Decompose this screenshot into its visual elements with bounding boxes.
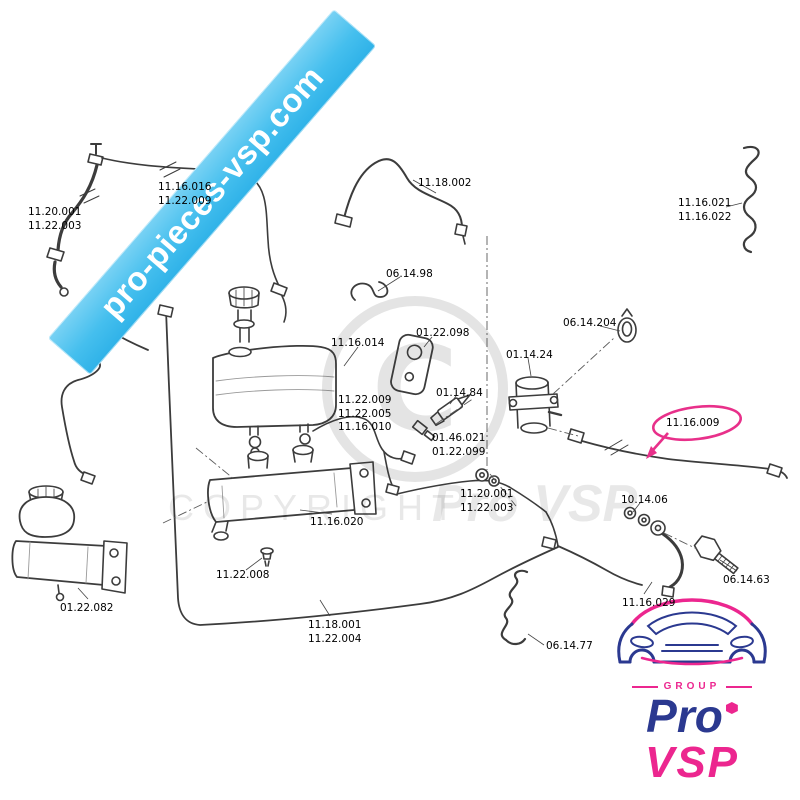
group-right-line bbox=[726, 685, 753, 688]
part-label-01-46-021: 01.46.021 01.22.099 bbox=[432, 432, 486, 458]
copyright-symbol: C bbox=[371, 320, 459, 458]
art-screw-11-22-008 bbox=[260, 547, 274, 567]
logo-group-line: GROUP bbox=[602, 681, 782, 692]
art-pipe-11-16-009 bbox=[567, 428, 788, 479]
art-pipe-bottom-long bbox=[157, 304, 559, 626]
hex-dot-icon bbox=[725, 702, 738, 714]
art-reservoir bbox=[212, 286, 337, 457]
part-label-11-18-002: 11.18.002 bbox=[418, 177, 472, 189]
part-label-06-14-204: 06.14.204 bbox=[563, 317, 617, 329]
part-label-06-14-98: 06.14.98 bbox=[386, 268, 433, 280]
copyright-circle-watermark: C bbox=[322, 296, 508, 482]
art-clip-06-14-204 bbox=[617, 308, 637, 343]
art-front-hose bbox=[46, 143, 104, 297]
logo-pro-text: Pro bbox=[602, 692, 782, 740]
logo-vsp-text: VSP bbox=[644, 738, 740, 788]
part-label-11-16-021: 11.16.021 11.16.022 bbox=[678, 197, 732, 223]
art-lower-right-assembly bbox=[541, 506, 684, 598]
part-label-11-16-016: 11.16.016 11.22.009 bbox=[158, 181, 212, 207]
part-label-01-22-082: 01.22.082 bbox=[60, 602, 114, 614]
part-label-10-14-06: 10.14.06 bbox=[621, 494, 668, 506]
part-label-11-20-001-b: 11.20.001 11.22.003 bbox=[460, 488, 514, 514]
art-clutch-cylinder bbox=[508, 376, 563, 434]
highlight-ellipse bbox=[651, 404, 743, 442]
part-label-06-14-63: 06.14.63 bbox=[723, 574, 770, 586]
part-label-11-22-008: 11.22.008 bbox=[216, 569, 270, 581]
group-left-line bbox=[631, 685, 658, 688]
part-label-06-14-77: 06.14.77 bbox=[546, 640, 593, 652]
art-clip-11-16-021 bbox=[742, 145, 760, 254]
art-master-cylinder bbox=[207, 444, 377, 541]
part-label-11-16-020: 11.16.020 bbox=[310, 516, 364, 528]
art-hook-06-14-98 bbox=[350, 281, 389, 301]
highlight-arrowhead bbox=[646, 446, 657, 459]
part-label-01-14-84: 01.14.84 bbox=[436, 387, 483, 399]
highlight-arrow-line bbox=[652, 432, 669, 451]
part-label-11-16-029: 11.16.029 bbox=[622, 597, 676, 609]
art-bolt-06-14-63 bbox=[693, 535, 739, 575]
part-label-01-14-24: 01.14.24 bbox=[506, 349, 553, 361]
art-spring-06-14-77 bbox=[500, 569, 529, 646]
art-pipe-11-18-002 bbox=[334, 158, 468, 245]
part-label-01-22-098: 01.22.098 bbox=[416, 327, 470, 339]
car-sketch-icon bbox=[617, 598, 767, 666]
part-label-11-18-001: 11.18.001 11.22.004 bbox=[308, 619, 362, 645]
brand-watermark-text: Pro VSP bbox=[432, 475, 638, 533]
part-label-11-20-001-a: 11.20.001 11.22.003 bbox=[28, 206, 82, 232]
art-leader-lines bbox=[57, 179, 743, 646]
copyright-watermark-text: COPYRIGHT bbox=[168, 487, 464, 528]
art-pipe-top bbox=[101, 157, 288, 323]
part-label-11-16-014: 11.16.014 bbox=[331, 337, 385, 349]
provsp-logo: GROUP Pro VSP bbox=[602, 582, 782, 786]
part-label-11-22-009: 11.22.009 11.22.005 11.16.010 bbox=[338, 394, 392, 434]
part-label-11-16-009-highlighted: 11.16.009 bbox=[666, 417, 720, 429]
logo-pro-word: Pro bbox=[646, 690, 723, 742]
logo-group-label: GROUP bbox=[663, 681, 721, 692]
art-master-01-22-082 bbox=[11, 485, 128, 602]
